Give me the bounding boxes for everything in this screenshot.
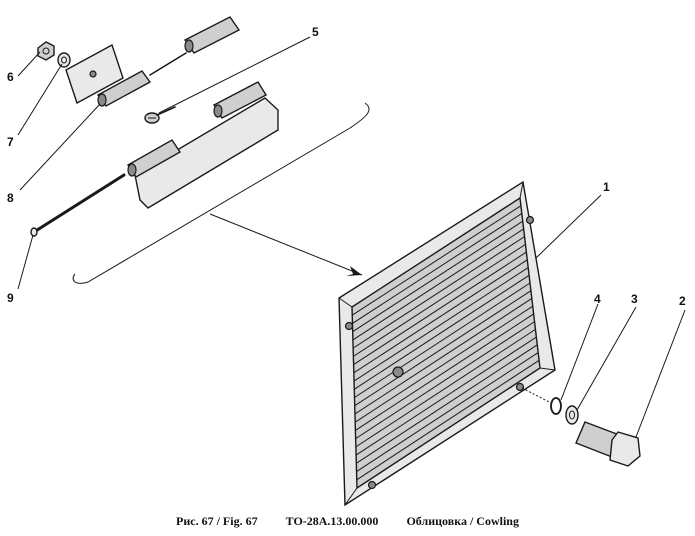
fastener-axis: [521, 387, 552, 404]
plate-hole: [89, 70, 97, 78]
lower-hinge-assembly: [127, 81, 279, 209]
louver-line: [352, 213, 523, 324]
louver-line: [354, 282, 531, 398]
louver-line: [353, 243, 526, 357]
lock-washer: [550, 397, 562, 415]
bolt: [575, 421, 641, 467]
callout-6: 6: [7, 70, 14, 84]
figure-title: Облицовка / Cowling: [406, 514, 519, 528]
center-hole: [392, 366, 404, 378]
assembly-arrow: [209, 213, 363, 276]
callout-2: 2: [679, 294, 686, 308]
upper-hinge-assembly: [65, 16, 241, 107]
cowling-panel: [338, 180, 556, 507]
screw: [144, 106, 176, 124]
louver-line: [352, 228, 524, 341]
callout-5: 5: [312, 25, 319, 39]
louver-line: [354, 305, 534, 423]
callout-1: 1: [603, 180, 610, 194]
callout-4: 4: [594, 292, 601, 306]
mounting-hole: [344, 321, 354, 331]
callout-7: 7: [7, 135, 14, 149]
leader-lines: [17, 36, 686, 438]
louver-line: [356, 344, 538, 464]
exploded-view-drawing: 1 2 3 4 5 6 7 8 9: [7, 16, 686, 507]
assembly-boundary: [72, 102, 370, 284]
louver-line: [352, 220, 523, 333]
hinge-pin: [30, 173, 126, 237]
louver-line: [354, 290, 532, 407]
louver-line: [353, 259, 528, 374]
mounting-hole: [367, 480, 377, 490]
washer: [565, 405, 579, 425]
washer: [57, 52, 71, 68]
callout-8: 8: [7, 191, 14, 205]
louver-line: [354, 298, 533, 415]
callout-9: 9: [7, 291, 14, 305]
cowling-louvers: [351, 205, 540, 481]
louver-line: [352, 236, 525, 349]
louver-line: [353, 274, 530, 390]
callout-3: 3: [631, 292, 638, 306]
nut: [37, 41, 55, 61]
louver-line: [355, 321, 535, 440]
louver-line: [355, 328, 536, 448]
louver-line: [353, 251, 527, 366]
drawing-code: ТО-28А.13.00.000: [285, 514, 379, 528]
louver-line: [356, 359, 540, 481]
louver-line: [356, 352, 539, 472]
louver-line: [353, 267, 529, 382]
mounting-hole: [515, 382, 525, 392]
louver-line: [355, 336, 537, 456]
louver-line: [355, 313, 534, 431]
mounting-hole: [525, 215, 535, 225]
figure-caption: Рис. 67 / Fig. 67 ТО-28А.13.00.000 Облицов…: [0, 514, 695, 529]
louver-line: [351, 205, 522, 316]
figure-number: Рис. 67 / Fig. 67: [176, 514, 258, 528]
arrow-head: [346, 266, 362, 276]
